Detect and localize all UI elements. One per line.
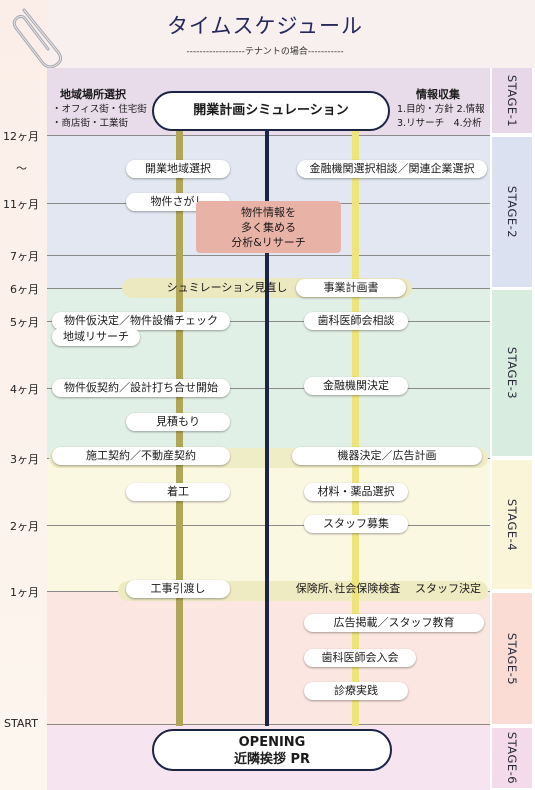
business-plan-simulation: 開業計画シミュレーション	[152, 91, 390, 131]
opening-subtitle: 近隣挨拶 PR	[233, 752, 311, 767]
stage-4-tab: STAGE-4	[492, 460, 532, 589]
task-construction-start: 着工	[126, 483, 230, 501]
month-label-3: 3ヶ月	[10, 453, 39, 466]
task-region-selection: 開業地域選択	[126, 160, 230, 178]
month-label-1: 1ヶ月	[10, 586, 39, 599]
research-box-line-2: 多く集める	[241, 221, 296, 234]
task-estimate: 見積もり	[126, 413, 230, 431]
task-business-plan: 事業計画書	[296, 279, 406, 297]
month-label-5: 5ヶ月	[10, 316, 39, 329]
research-box-line-1: 物件情報を	[241, 206, 296, 219]
task-staff-recruitment: スタッフ募集	[304, 515, 408, 533]
region-selection-item-1: ・オフィス街・住宅街	[52, 104, 147, 115]
task-health-inspection: 保険所､社会保険検査	[295, 582, 401, 595]
stage-5-tab: STAGE-5	[492, 593, 532, 724]
task-practice: 診療実践	[304, 682, 408, 700]
stage-1-tab: STAGE-1	[492, 68, 532, 133]
task-association-join: 歯科医師会入会	[304, 649, 416, 667]
stage-6-tab: STAGE-6	[492, 728, 532, 788]
month-label-2: 2ヶ月	[10, 520, 39, 533]
region-selection-item-2: ・商店街・工業街	[52, 118, 129, 129]
task-material-selection: 材料・薬品選択	[304, 483, 408, 501]
paper-clip-icon	[12, 8, 63, 69]
month-label-6: 6ヶ月	[10, 283, 39, 296]
task-bank-decision: 金融機関決定	[304, 377, 408, 395]
research-box-line-3: 分析&リサーチ	[231, 236, 306, 249]
task-financial-consultation: 金融機関選択相談／関連企業選択	[297, 160, 487, 178]
month-label-4: 4ヶ月	[10, 383, 39, 396]
task-handover: 工事引渡し	[126, 580, 230, 598]
info-gathering-item-1: 1.目的・方針 2.情報	[397, 104, 485, 115]
left-column-bg	[0, 0, 47, 790]
track-line-navy	[265, 128, 269, 726]
opening-box: OPENING 近隣挨拶 PR	[152, 729, 392, 771]
task-provisional-contract: 物件仮契約／設計打ち合せ開始	[52, 379, 230, 397]
task-construction-contract: 施工契約／不動産契約	[52, 447, 230, 465]
page-title: タイムスケジュール	[166, 14, 364, 38]
task-area-research: 地域リサーチ	[52, 328, 140, 346]
month-label-tilde: ～	[16, 162, 27, 175]
month-label-11: 11ヶ月	[3, 198, 39, 211]
track-line-yellow	[352, 128, 359, 726]
research-box: 物件情報を 多く集める 分析&リサーチ	[196, 201, 341, 253]
task-advertising: 広告掲載／スタッフ教育	[304, 614, 484, 632]
month-label-12: 12ヶ月	[3, 130, 39, 143]
info-gathering-item-2: 3.リサーチ 4.分析	[397, 118, 482, 129]
page-subtitle: ------------------テナントの場合-----------	[186, 47, 344, 57]
stage-2-tab: STAGE-2	[492, 137, 532, 287]
task-provisional-decision: 物件仮決定／物件設備チェック	[52, 312, 230, 330]
stage-3-tab: STAGE-3	[492, 290, 532, 456]
task-simulation-review: シュミレーション見直し	[166, 281, 288, 294]
month-label-7: 7ヶ月	[10, 250, 39, 263]
task-dental-association-consult: 歯科医師会相談	[304, 312, 408, 330]
header	[47, 0, 535, 68]
task-equipment-decision: 機器決定／広告計画	[292, 447, 482, 465]
region-selection-title: 地域場所選択	[60, 88, 126, 101]
info-gathering-title: 情報収集	[416, 88, 460, 101]
opening-label: OPENING	[238, 735, 306, 750]
month-label-start: START	[4, 717, 38, 730]
task-staff-decision: スタッフ決定	[415, 582, 481, 595]
